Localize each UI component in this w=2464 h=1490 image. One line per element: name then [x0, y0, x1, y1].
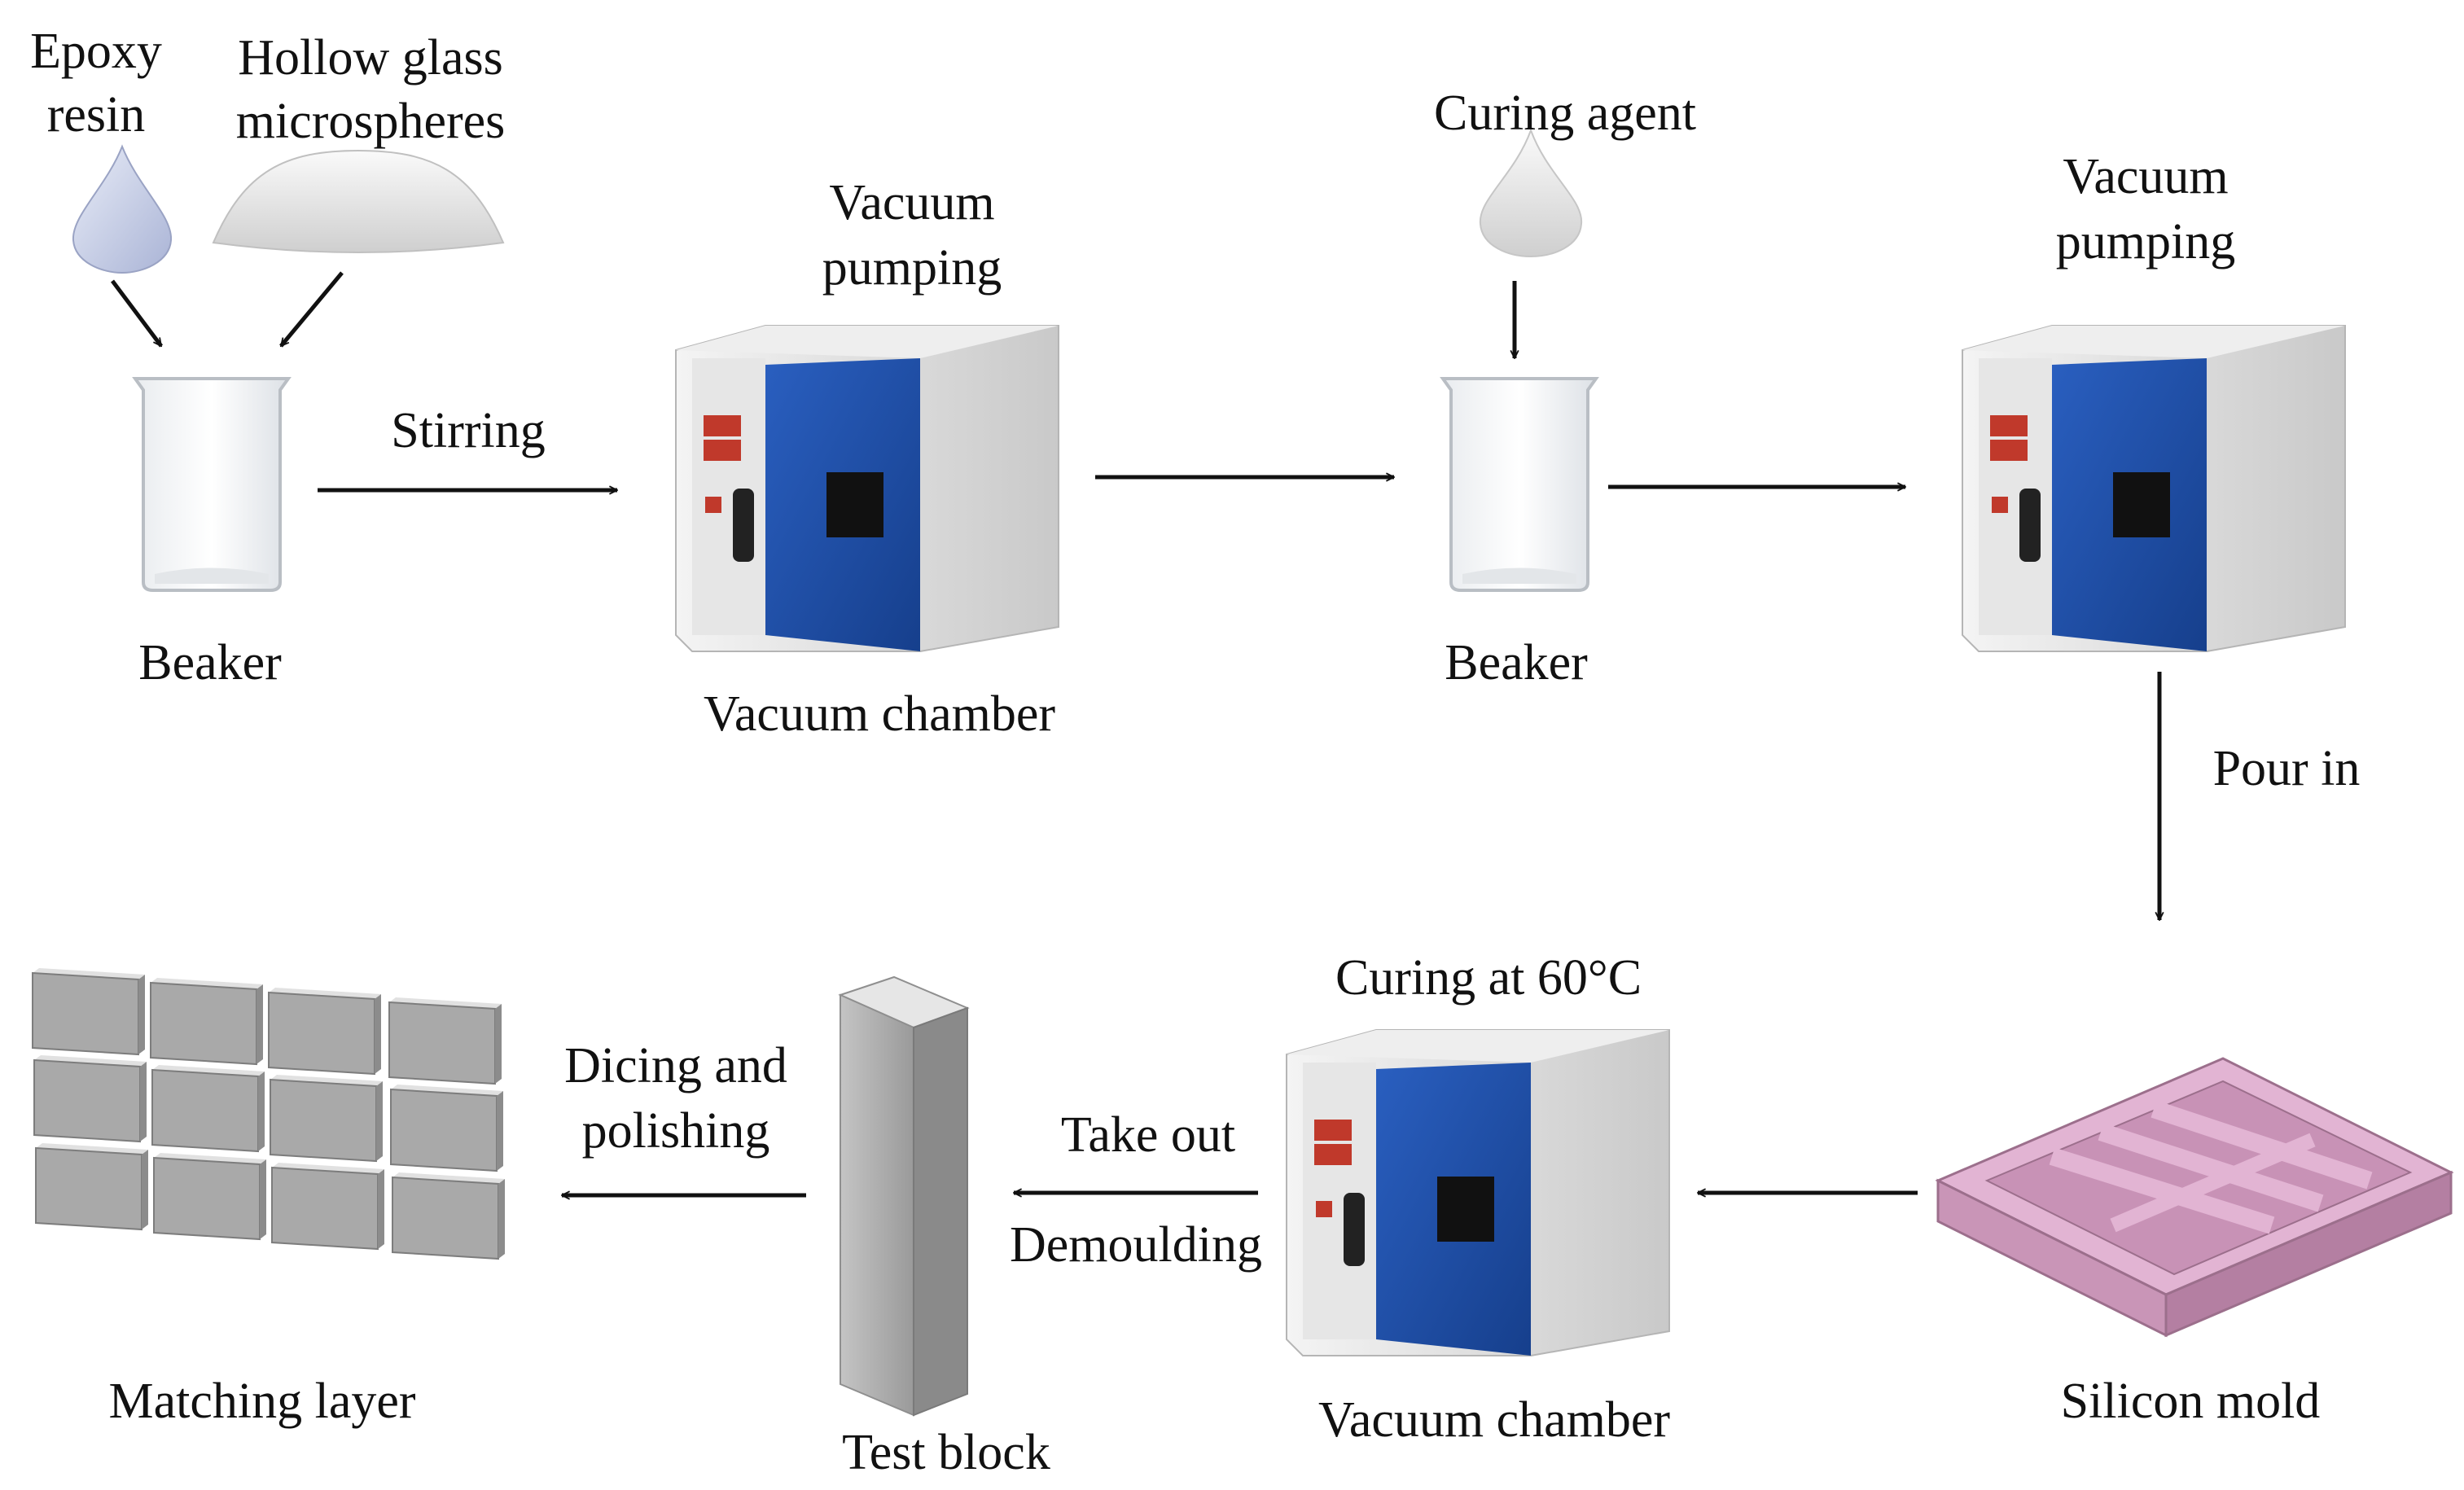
vacuum-chamber-2-label: Vacuum chamber [1317, 1392, 1671, 1448]
vacuum-pumping-2-line1: Vacuum [2063, 149, 2229, 204]
take-out-label: Take out [1060, 1107, 1236, 1163]
test-block-icon [838, 975, 970, 1417]
matching-layer-tile-9 [35, 1143, 148, 1231]
curing-temperature-label: Curing at 60°C [1335, 950, 1642, 1006]
demoulding-label: Demoulding [1010, 1217, 1262, 1273]
vacuum-pumping-1-line1: Vacuum [829, 175, 995, 230]
dicing-polishing-line1: Dicing and [564, 1038, 787, 1093]
matching-layer-tile-8 [390, 1085, 503, 1172]
stirring-label: Stirring [391, 403, 546, 458]
matching-layer-tile-10 [153, 1153, 266, 1241]
matching-layer-tile-12 [392, 1172, 505, 1260]
vacuum-pumping-1-line2: pumping [822, 240, 1002, 296]
epoxy-resin-label-line1: Epoxy [30, 24, 162, 79]
matching-layer-tiles [32, 968, 505, 1260]
beaker-2-label: Beaker [1445, 635, 1588, 690]
hollow-glass-label-line1: Hollow glass [238, 30, 503, 85]
pour-in-label: Pour in [2212, 741, 2361, 796]
test-block-label: Test block [842, 1425, 1050, 1480]
silicon-mold-label: Silicon mold [2060, 1374, 2321, 1429]
beaker-1-icon [132, 377, 292, 592]
silicon-mold-icon [1935, 1057, 2454, 1338]
matching-layer-tile-4 [388, 997, 502, 1085]
arrow-microspheres-to-beaker [279, 271, 344, 348]
matching-layer-tile-6 [151, 1065, 265, 1153]
curing-agent-droplet-icon [1479, 128, 1583, 258]
matching-layer-tile-7 [270, 1075, 383, 1163]
curing-agent-label: Curing agent [1434, 85, 1696, 141]
vacuum-chamber-3-icon [1286, 1029, 1670, 1356]
matching-layer-tile-3 [268, 988, 381, 1076]
beaker-2-icon [1440, 377, 1599, 592]
dicing-polishing-line2: polishing [581, 1103, 770, 1159]
hollow-glass-microspheres-mound-icon [212, 149, 505, 253]
epoxy-resin-label-line2: resin [46, 87, 146, 142]
hollow-glass-label-line2: microspheres [235, 94, 506, 149]
beaker-1-label: Beaker [138, 635, 282, 690]
vacuum-chamber-1-label: Vacuum chamber [703, 686, 1056, 742]
vacuum-chamber-1-icon [675, 325, 1059, 652]
matching-layer-tile-5 [33, 1055, 147, 1143]
epoxy-resin-droplet-icon [72, 144, 173, 274]
vacuum-chamber-2-icon [1962, 325, 2346, 652]
vacuum-pumping-2-line2: pumping [2055, 214, 2236, 270]
arrow-epoxy-to-beaker [111, 279, 163, 346]
matching-layer-label: Matching layer [108, 1374, 416, 1429]
matching-layer-tile-2 [150, 978, 263, 1066]
matching-layer-tile-11 [271, 1163, 384, 1251]
matching-layer-tile-1 [32, 968, 145, 1056]
